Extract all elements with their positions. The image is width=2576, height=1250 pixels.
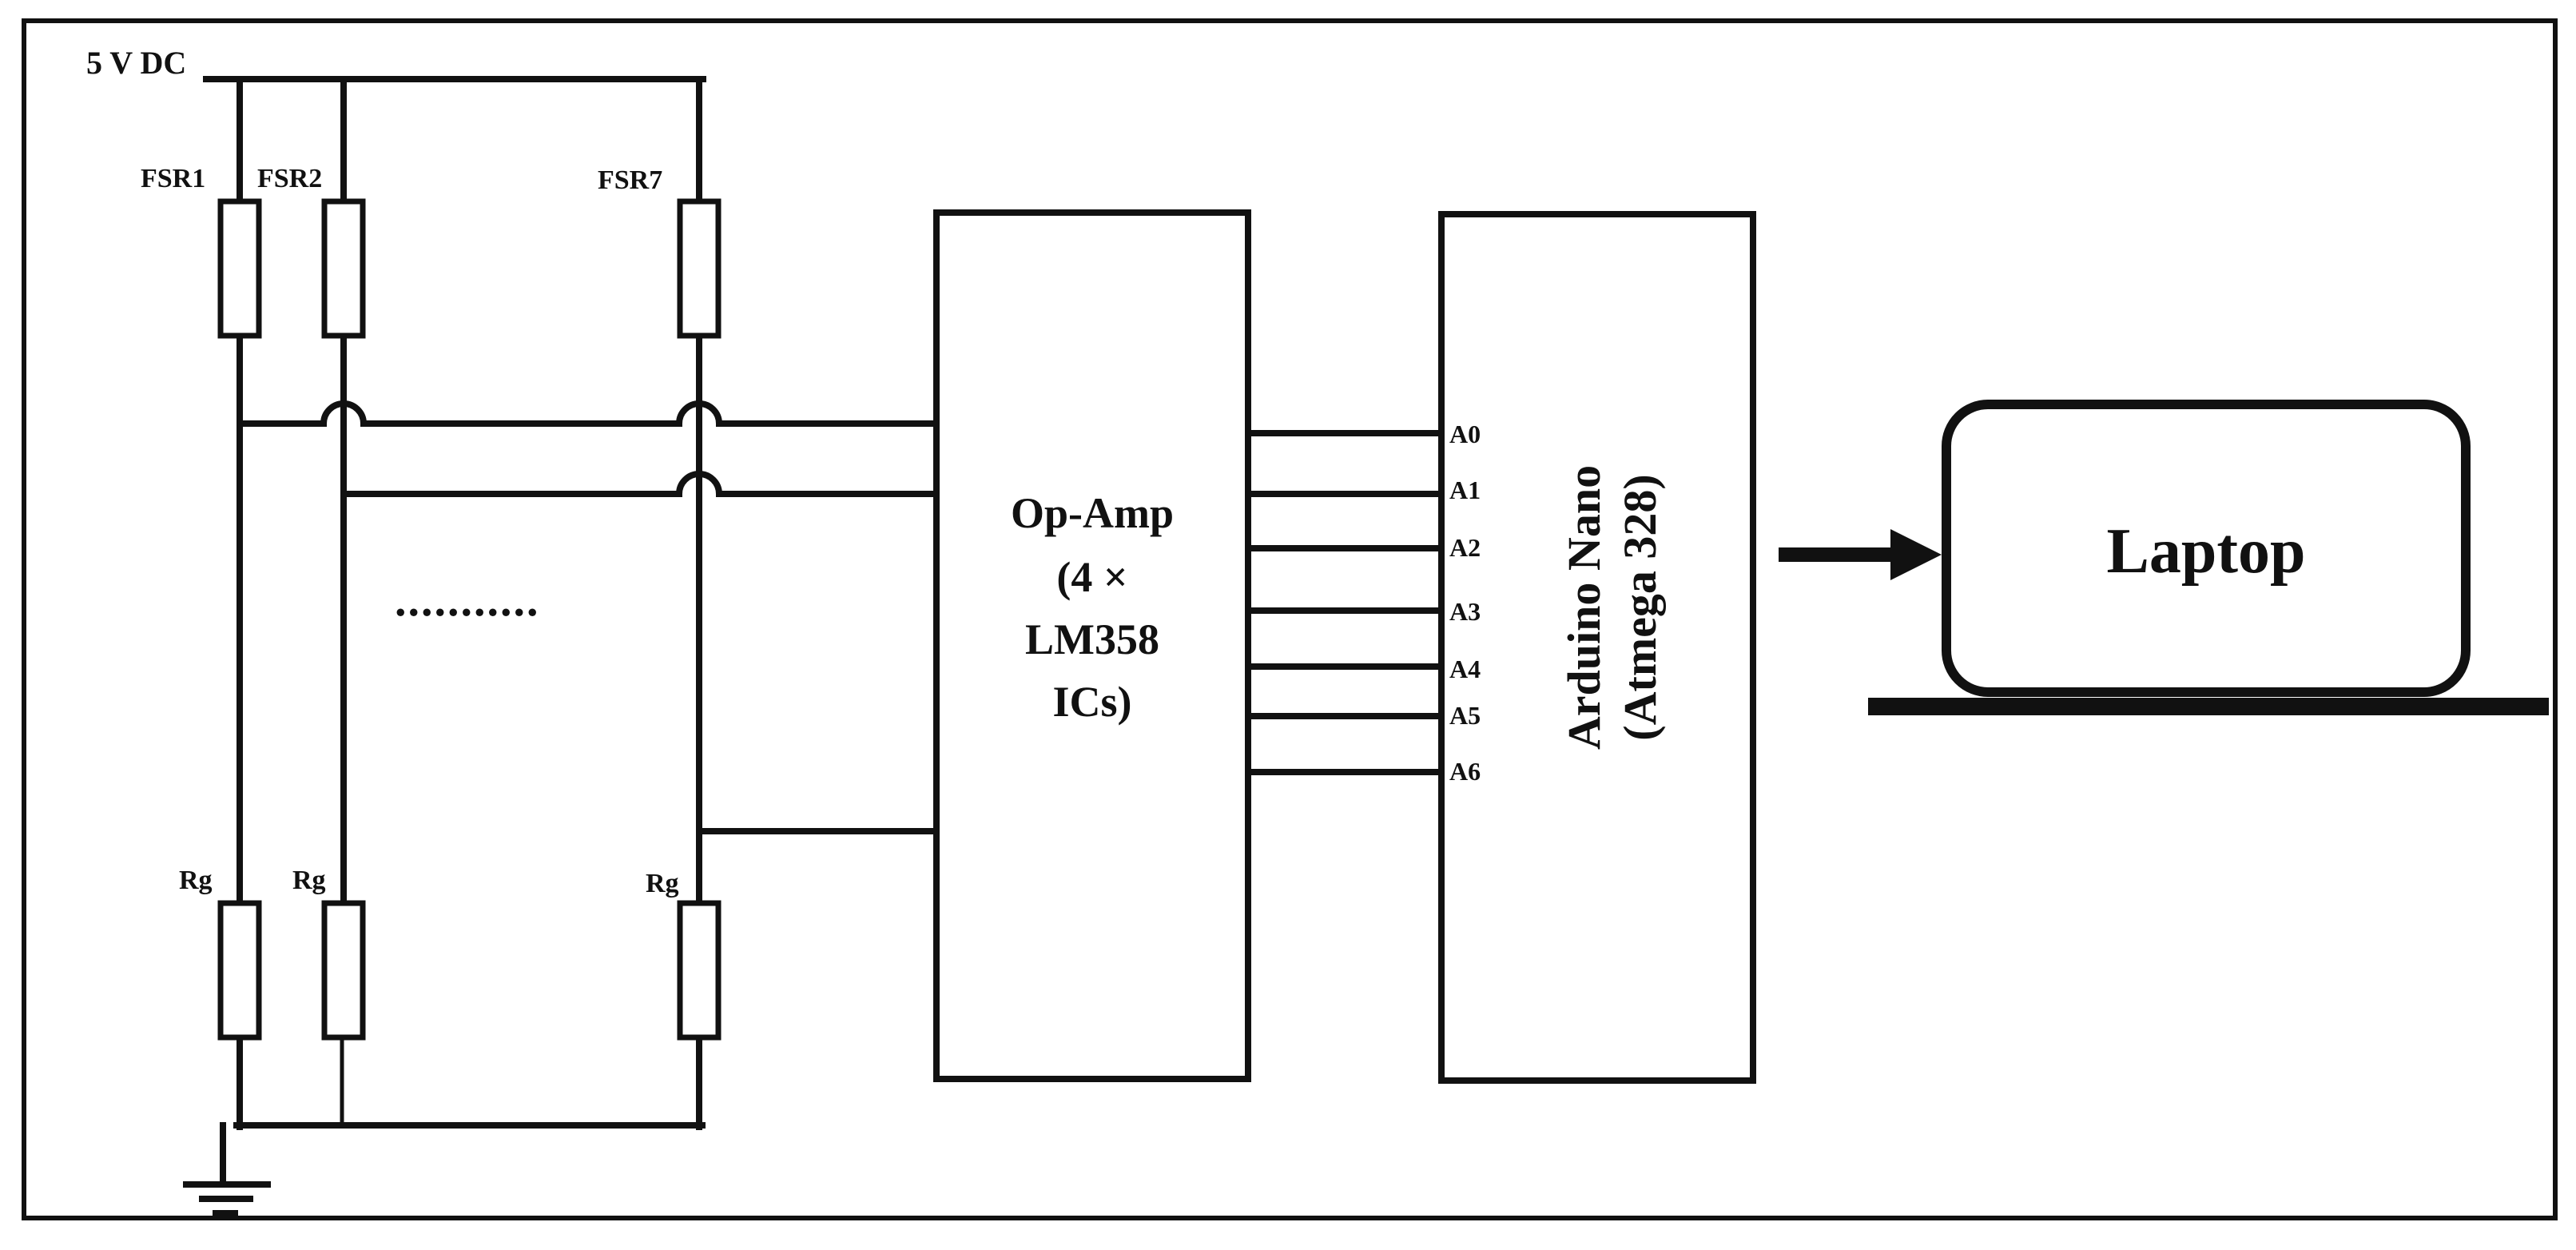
arduino-subtitle: (Atmega 328) (1614, 474, 1666, 740)
pin-label-a2: A2 (1449, 533, 1481, 562)
pin-label-a0: A0 (1449, 420, 1481, 448)
opamp-line-2: (4 × (1056, 553, 1127, 601)
opamp-line-1: Op-Amp (1011, 489, 1174, 537)
arduino-title: Arduino Nano (1558, 465, 1610, 750)
fsr7-label: FSR7 (598, 165, 662, 195)
outer-frame (22, 18, 2558, 1220)
laptop-screen (1942, 400, 2471, 697)
opamp-block (933, 209, 1251, 1082)
rg2-label: Rg (292, 866, 326, 895)
pin-label-a6: A6 (1449, 757, 1481, 786)
fsr7-resistor (677, 198, 722, 339)
signal-wire-fsr2 (340, 471, 940, 497)
pin-label-a4: A4 (1449, 655, 1481, 683)
fsr1-resistor (217, 198, 262, 339)
rg1-label: Rg (179, 866, 213, 895)
pin-label-a5: A5 (1449, 701, 1481, 730)
fsr2-label: FSR2 (257, 164, 322, 193)
rg1-resistor (217, 900, 262, 1041)
rg7-label: Rg (646, 869, 679, 898)
arrow-head (1890, 529, 1942, 580)
opamp-line-4: ICs) (1052, 678, 1131, 726)
fsr2-resistor (321, 198, 366, 339)
opamp-line-3: LM358 (1025, 615, 1159, 663)
arduino-block (1438, 211, 1756, 1084)
fsr1-label: FSR1 (141, 164, 205, 193)
ellipsis-dots: ........... (395, 574, 540, 626)
rg2-resistor (321, 900, 366, 1041)
signal-wire-fsr1 (237, 400, 940, 427)
rg7-resistor (677, 900, 722, 1041)
pin-label-a3: A3 (1449, 597, 1481, 626)
supply-label: 5 V DC (86, 45, 186, 81)
pin-label-a1: A1 (1449, 476, 1481, 504)
laptop-label: Laptop (2107, 516, 2306, 587)
